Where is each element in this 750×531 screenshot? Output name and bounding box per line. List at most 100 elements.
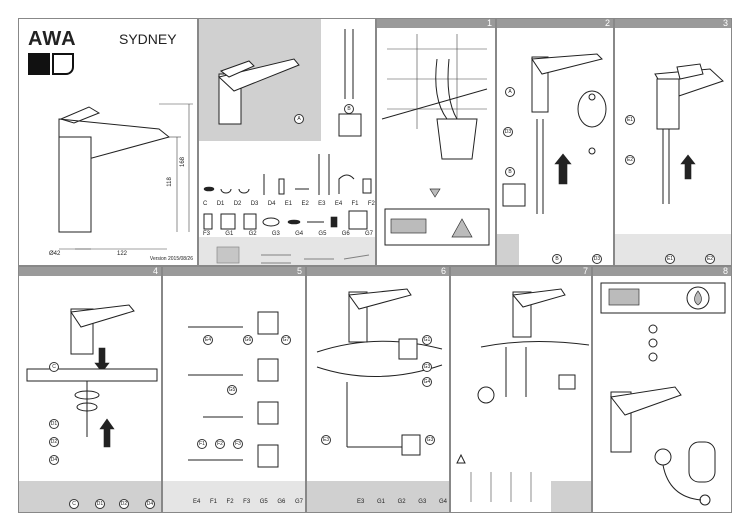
- label-f2: F2: [215, 439, 225, 449]
- part-c: C: [203, 201, 208, 207]
- label-g1: G1: [422, 335, 432, 345]
- instruction-sheet: AWA SYDNEY Ø42 122 118 168 Version 2015/…: [18, 18, 732, 513]
- panel-header: 6: [307, 267, 449, 276]
- label-e3: E3: [321, 435, 331, 445]
- panel-step-5: 5 E4 G6 G7 G5 F1 F2 F3: [162, 266, 306, 513]
- connect-supply-drawing: [456, 288, 590, 502]
- test-operation-drawing: [600, 282, 726, 506]
- brand-logo: [28, 53, 50, 75]
- part-d4: D4: [267, 201, 276, 207]
- parts-tools-area: [199, 237, 375, 265]
- panel-parts: A B C D1 D2 D3 D4 E1 E2 E3 E4 F1 F2 F3 G…: [198, 18, 376, 266]
- panel-header: 3: [615, 19, 731, 28]
- label-a: A: [294, 114, 304, 124]
- assemble-rod-drawing: [188, 311, 279, 468]
- panel-step-4: 4 C D1 D2 D4 C D1 D2 D4: [18, 266, 162, 513]
- part-f1: F1: [351, 201, 359, 207]
- version-label: Version 2015/08/26: [149, 256, 193, 262]
- panel5-bottom-labels: E4 F1 F2 F3 G5 G6 G7: [193, 499, 303, 505]
- step-number: 3: [722, 18, 728, 28]
- part-f3: F3: [203, 231, 211, 237]
- dim-height-total: 168: [180, 156, 187, 168]
- part-g2: G2: [248, 231, 257, 237]
- parts-labels-row2: F3 G1 G2 G3 G4 G5 G6 G7: [203, 231, 373, 237]
- brand-name: AWA: [28, 28, 77, 50]
- label-c: C: [49, 362, 59, 372]
- part-g6: G6: [341, 231, 350, 237]
- bottom-f2: F2: [226, 499, 234, 505]
- label-g6: G6: [243, 335, 253, 345]
- install-rod-drawing: [654, 63, 724, 204]
- bottom-g1: G1: [376, 499, 385, 505]
- brand-logo-outline: [52, 53, 74, 75]
- label-g3-b: G3: [425, 435, 435, 445]
- bottom-label-d2: D2: [119, 499, 129, 509]
- panel-header: 2: [497, 19, 613, 28]
- panel-header: 5: [163, 267, 305, 276]
- panel-header: 1: [377, 19, 495, 28]
- bottom-e4: E4: [193, 499, 201, 505]
- bottom-label-b: B: [552, 254, 562, 264]
- panel-cover: AWA SYDNEY Ø42 122 118 168 Version 2015/…: [18, 18, 198, 266]
- label-f3: F3: [233, 439, 243, 449]
- flush-pipes-drawing: [381, 34, 490, 246]
- bottom-g7: G7: [294, 499, 303, 505]
- step-number: 1: [486, 18, 492, 28]
- tools-area: [163, 481, 305, 512]
- bottom-g3: G3: [418, 499, 427, 505]
- label-f1: F1: [197, 439, 207, 449]
- install-drain-drawing: [316, 288, 443, 456]
- part-d1: D1: [216, 201, 225, 207]
- part-f2: F2: [367, 201, 375, 207]
- step-number: 2: [604, 18, 610, 28]
- tools-area: [551, 481, 591, 512]
- mount-faucet-drawing: [26, 304, 158, 448]
- parts-row2: [203, 210, 368, 230]
- step-number: 5: [296, 266, 302, 276]
- label-e4: E4: [203, 335, 213, 345]
- panel-step-7: 7: [450, 266, 592, 513]
- label-d1: D1: [49, 419, 59, 429]
- tools-area: [307, 481, 449, 512]
- bottom-label-d4: D4: [145, 499, 155, 509]
- bottom-label-c: C: [69, 499, 79, 509]
- bottom-label-e1: E1: [665, 254, 675, 264]
- label-g5: G5: [227, 385, 237, 395]
- panel-step-3: 3 E1 E2 E1 E2: [614, 18, 732, 266]
- part-g1: G1: [225, 231, 234, 237]
- tools-area: [497, 234, 519, 265]
- part-e3: E3: [318, 201, 326, 207]
- label-d3: D3: [503, 127, 513, 137]
- part-g4: G4: [295, 231, 304, 237]
- part-g3: G3: [271, 231, 280, 237]
- bottom-e3: E3: [357, 499, 365, 505]
- step-number: 8: [722, 266, 728, 276]
- dim-height-spout: 118: [166, 177, 173, 187]
- part-d2: D2: [233, 201, 242, 207]
- label-b: B: [505, 167, 515, 177]
- label-g4: G4: [422, 377, 432, 387]
- panel-header: 4: [19, 267, 161, 276]
- part-g7: G7: [364, 231, 373, 237]
- label-d2: D2: [49, 437, 59, 447]
- row-d: [188, 444, 279, 468]
- label-d4: D4: [49, 455, 59, 465]
- bottom-label-e2: E2: [705, 254, 715, 264]
- faucet-dimension-drawing: [58, 103, 193, 250]
- row-b: [188, 358, 279, 382]
- panel-header: 7: [451, 267, 591, 276]
- tools-area: [19, 481, 161, 512]
- part-e2: E2: [301, 201, 309, 207]
- step-number: 6: [440, 266, 446, 276]
- bottom-f1: F1: [209, 499, 217, 505]
- part-g5: G5: [318, 231, 327, 237]
- panel-step-8: 8: [592, 266, 732, 513]
- panel-step-6: 6 G1 G3 G4 E3 G3 E3 G1 G2 G3 G4: [306, 266, 450, 513]
- step-number: 7: [582, 266, 588, 276]
- bottom-g5: G5: [259, 499, 268, 505]
- bottom-g2: G2: [397, 499, 406, 505]
- label-g7: G7: [281, 335, 291, 345]
- row-c: [203, 401, 279, 425]
- bottom-label-d1: D1: [95, 499, 105, 509]
- dim-diameter: Ø42: [49, 251, 61, 257]
